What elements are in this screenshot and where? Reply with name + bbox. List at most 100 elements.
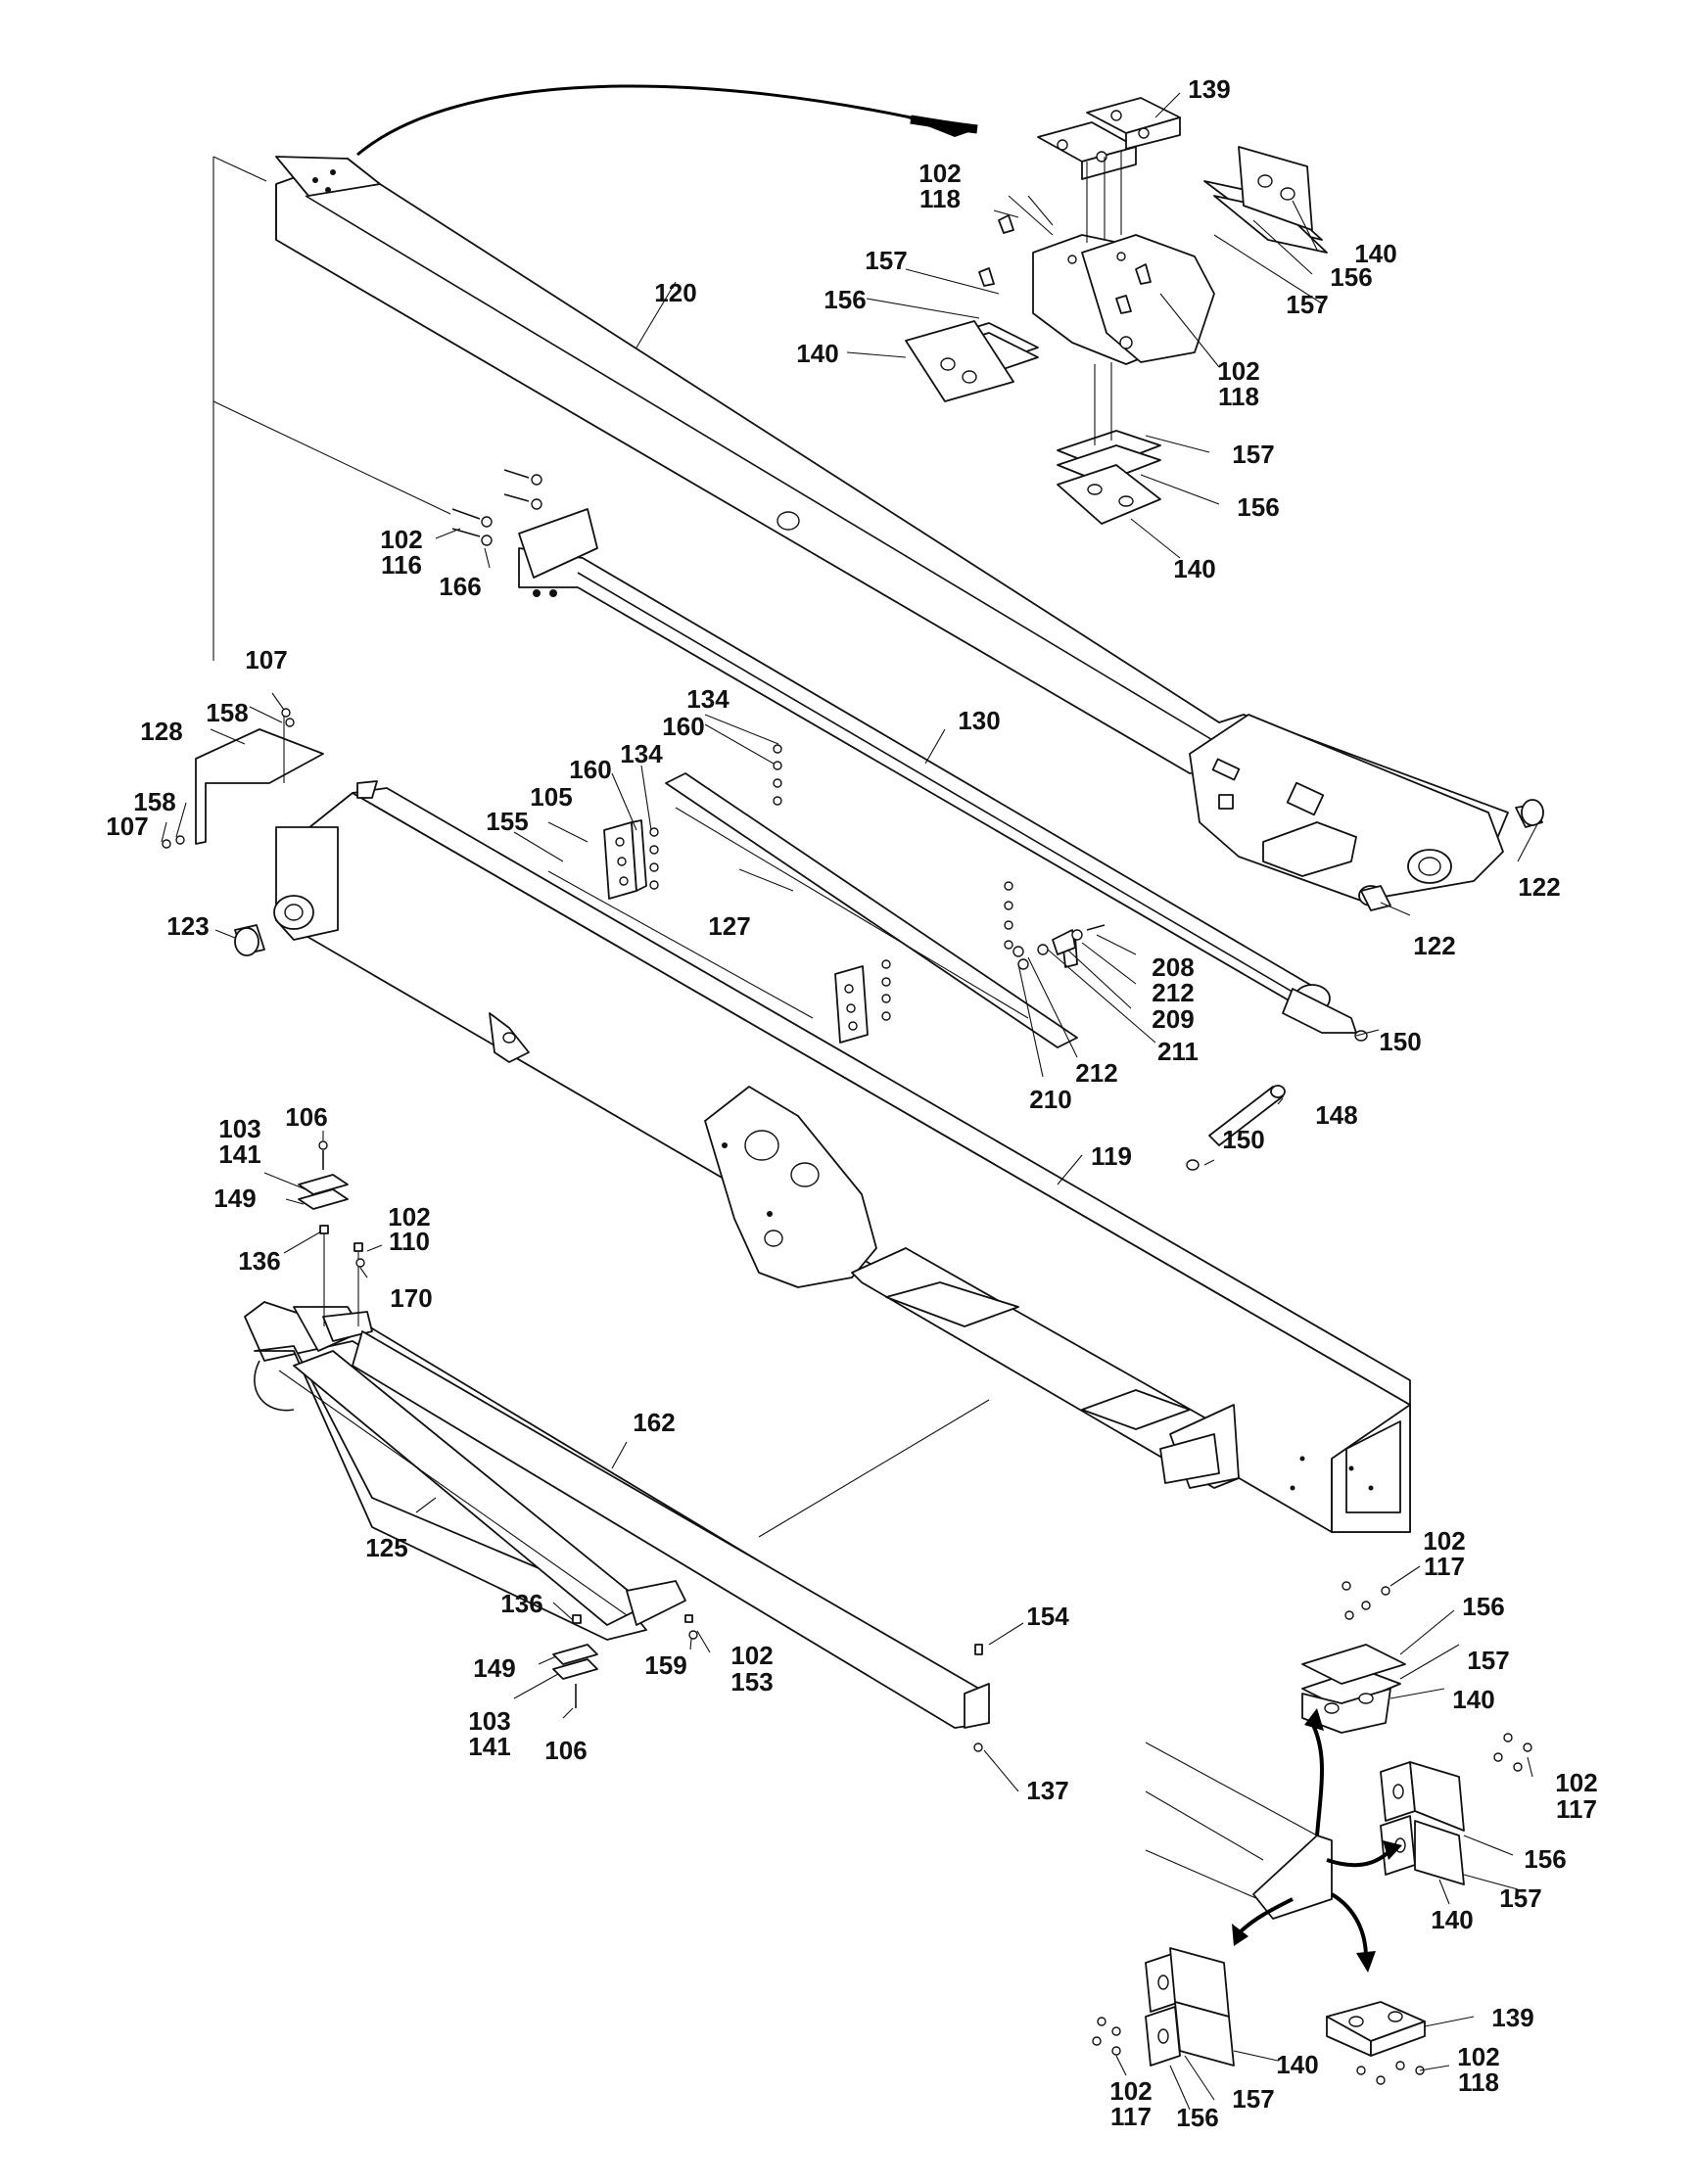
callout-103-a: 103 [218, 1114, 260, 1143]
callout-150-b: 150 [1222, 1125, 1264, 1154]
callout-150-a: 150 [1379, 1027, 1421, 1056]
callout-157-c: 157 [1232, 440, 1274, 469]
callout-212-a: 212 [1152, 978, 1194, 1007]
callout-159: 159 [644, 1650, 686, 1680]
callout-117-a: 117 [1424, 1552, 1465, 1581]
callout-117-c: 117 [1110, 2102, 1152, 2131]
callout-209: 209 [1152, 1004, 1194, 1034]
pin-122-right [1515, 799, 1544, 828]
callout-157-e: 157 [1499, 1883, 1541, 1913]
callout-212-b: 212 [1075, 1058, 1117, 1088]
callout-118-top: 118 [919, 184, 961, 213]
upper-boom-120 [212, 156, 1509, 902]
callout-140-f: 140 [1276, 2050, 1318, 2079]
callout-153: 153 [730, 1667, 773, 1696]
callout-125: 125 [365, 1533, 407, 1562]
callout-156-a: 156 [824, 285, 866, 314]
callout-156-f: 156 [1176, 2103, 1218, 2132]
callout-130: 130 [958, 706, 1000, 735]
callout-155: 155 [486, 807, 528, 836]
callout-156-b: 156 [1330, 262, 1372, 292]
wear-block-105 [547, 744, 1078, 1048]
callout-157-b: 157 [1286, 290, 1328, 319]
callout-140-d: 140 [1452, 1685, 1494, 1714]
callout-170: 170 [390, 1283, 432, 1313]
callout-labels: 139 102 118 157 156 140 140 156 157 102 … [106, 74, 1597, 2132]
callout-102-g: 102 [1555, 1768, 1597, 1797]
callout-105: 105 [530, 782, 572, 812]
callout-139-b: 139 [1491, 2003, 1533, 2032]
callout-102-b: 102 [1217, 356, 1259, 386]
callout-122-b: 122 [1413, 931, 1455, 960]
callout-148: 148 [1315, 1100, 1357, 1130]
callout-136-a: 136 [238, 1246, 280, 1276]
callout-211: 211 [1157, 1037, 1199, 1066]
callout-106-a: 106 [285, 1102, 327, 1132]
callout-157-f: 157 [1232, 2084, 1274, 2114]
callout-134-a: 134 [686, 684, 730, 714]
callout-158-a: 158 [206, 698, 248, 727]
callout-117-b: 117 [1556, 1794, 1597, 1824]
callout-107-b: 107 [106, 812, 148, 841]
wear-pad-assembly-top [905, 97, 1328, 525]
boom-nose-wearpads [1092, 1581, 1532, 2085]
callout-102-c: 102 [380, 525, 422, 554]
callout-116: 116 [381, 550, 422, 580]
callout-208: 208 [1152, 953, 1194, 982]
callout-118-c: 118 [1458, 2068, 1499, 2097]
leader-lines [161, 92, 1538, 2111]
callout-157-d: 157 [1467, 1646, 1509, 1675]
callout-102-i: 102 [1457, 2042, 1499, 2071]
callout-102-h: 102 [1109, 2076, 1152, 2106]
callout-141-a: 141 [218, 1139, 260, 1169]
bracket-128 [162, 708, 324, 849]
callout-136-b: 136 [500, 1589, 542, 1618]
cable-carrier-125 [244, 1301, 990, 1729]
callout-127: 127 [708, 911, 750, 941]
callout-141-b: 141 [468, 1732, 510, 1761]
callout-156-c: 156 [1237, 492, 1279, 522]
callout-154: 154 [1026, 1602, 1069, 1631]
callout-102-top: 102 [918, 159, 961, 188]
callout-149-a: 149 [213, 1184, 256, 1213]
callout-102-f: 102 [1423, 1526, 1465, 1556]
pin-122-lower [1358, 885, 1391, 911]
limit-switch-parts [1012, 924, 1106, 970]
callout-122-a: 122 [1518, 872, 1560, 902]
callout-162: 162 [633, 1408, 675, 1437]
pin-123 [234, 924, 265, 956]
callout-102-d: 102 [388, 1202, 430, 1231]
cylinder-130 [518, 508, 1357, 1034]
lower-boom-119 [273, 780, 1411, 1538]
callout-210: 210 [1029, 1085, 1071, 1114]
callout-140-c: 140 [1173, 554, 1215, 583]
callout-140-a: 140 [796, 339, 838, 368]
callout-149-b: 149 [473, 1653, 515, 1683]
callout-128: 128 [140, 717, 182, 746]
callout-119: 119 [1091, 1141, 1132, 1171]
callout-102-e: 102 [730, 1641, 773, 1670]
callout-166: 166 [439, 572, 481, 601]
callout-156-e: 156 [1524, 1844, 1566, 1874]
callout-103-b: 103 [468, 1706, 510, 1736]
transfer-arrow-top [356, 84, 978, 157]
callout-120: 120 [654, 278, 696, 307]
callout-156-d: 156 [1462, 1592, 1504, 1621]
callout-139-top: 139 [1188, 74, 1230, 104]
callout-106-b: 106 [544, 1736, 587, 1765]
callout-134-b: 134 [620, 739, 663, 768]
callout-160-a: 160 [662, 712, 704, 741]
callout-140-e: 140 [1431, 1905, 1473, 1934]
callout-123: 123 [166, 911, 209, 941]
callout-140-b: 140 [1354, 239, 1396, 268]
callout-107-a: 107 [245, 645, 287, 674]
chain-hardware-top [298, 1140, 365, 1326]
callout-118-b: 118 [1218, 382, 1259, 411]
callout-157-a: 157 [865, 246, 907, 275]
chain-hardware-bottom [552, 1614, 983, 1752]
callout-137: 137 [1026, 1776, 1068, 1805]
callout-110: 110 [389, 1227, 430, 1256]
callout-160-b: 160 [569, 755, 611, 784]
bolts-102-116 [451, 469, 542, 546]
